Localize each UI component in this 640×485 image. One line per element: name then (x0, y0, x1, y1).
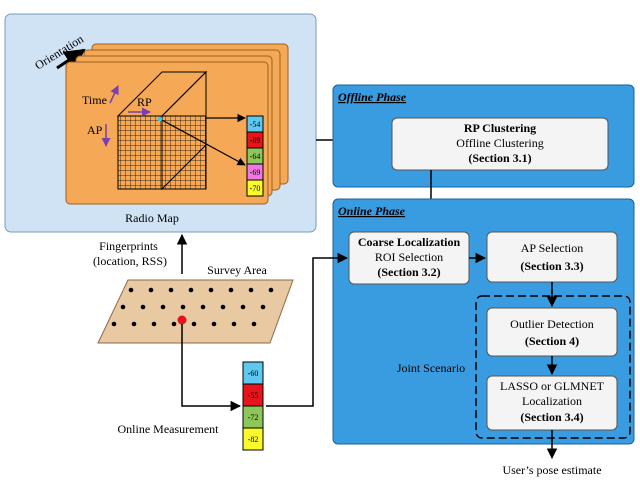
survey-point (191, 321, 197, 327)
fingerprint-cube (116, 70, 246, 191)
rss-value: -72 (248, 413, 259, 422)
rp-clustering-subtitle: Offline Clustering (456, 136, 543, 150)
ap-selection-box (486, 231, 618, 283)
coarse-localization-section: (Section 3.2) (377, 265, 440, 279)
rss-value: -55 (248, 391, 259, 400)
ap-selection-section: (Section 3.3) (520, 259, 583, 273)
survey-point (200, 304, 206, 310)
measurement-arrow (181, 324, 242, 412)
survey-area: Survey Area (97, 263, 294, 344)
survey-point (168, 287, 174, 293)
joint-scenario-box (475, 295, 631, 439)
rss-value: -82 (248, 435, 259, 444)
ap-selection-title: AP Selection (521, 241, 584, 255)
survey-point (208, 287, 214, 293)
rp-clustering-section: (Section 3.1) (468, 151, 531, 165)
rp-clustering-title: RP Clustering (464, 121, 536, 135)
survey-point (220, 304, 226, 310)
survey-point (180, 304, 186, 310)
lasso-subtitle: Localization (522, 394, 582, 408)
survey-point (240, 304, 246, 310)
survey-point (140, 304, 146, 310)
online-phase-title: Online Phase (338, 204, 406, 218)
coarse-localization-title: Coarse Localization (358, 235, 461, 249)
survey-point (171, 321, 177, 327)
radio-map-rss-vector: -54 -89 -64 -69 -70 (246, 115, 264, 197)
rss-value: -89 (250, 136, 261, 145)
orientation-arrow (56, 48, 86, 70)
survey-area-label: Survey Area (207, 263, 267, 277)
radio-map-label: Radio Map (125, 211, 179, 225)
rss-value: -69 (250, 168, 261, 177)
axis-time-label: Time (82, 93, 107, 107)
rp-clustering-box (391, 117, 609, 171)
online-rss-vector: -60 -55 -72 -82 (242, 361, 264, 451)
lasso-title: LASSO or GLMNET (500, 379, 605, 393)
rss-value: -70 (250, 184, 261, 193)
survey-point (131, 321, 137, 327)
online-phase-panel: Online Phase Coarse Localization ROI Sel… (332, 198, 635, 445)
survey-point (148, 287, 154, 293)
axis-ap-label: AP (87, 123, 103, 137)
fingerprints-label: Fingerprints (location, RSS) (93, 239, 167, 268)
outlier-detection-title: Outlier Detection (510, 317, 594, 331)
rss-value: -54 (250, 120, 261, 129)
user-location-dot (177, 315, 187, 325)
survey-point (248, 287, 254, 293)
rss-cell (242, 427, 264, 451)
survey-point (251, 321, 257, 327)
rss-value: -64 (250, 152, 261, 161)
axis-rp-label: RP (137, 95, 152, 109)
outlier-detection-section: (Section 4) (525, 334, 579, 348)
rss-cell (246, 179, 264, 197)
lasso-section: (Section 3.4) (520, 410, 583, 424)
survey-point (120, 304, 126, 310)
survey-point (111, 321, 117, 327)
survey-point (268, 287, 274, 293)
output-label: User’s pose estimate (502, 463, 601, 477)
survey-point (260, 304, 266, 310)
survey-point (231, 321, 237, 327)
measurement-to-coarse-arrow (266, 252, 349, 407)
survey-point (228, 287, 234, 293)
radio-map-panel: Orientation Time RP AP (4, 13, 317, 233)
coarse-localization-subtitle: ROI Selection (375, 250, 443, 264)
joint-scenario-label: Joint Scenario (397, 361, 465, 375)
survey-point (151, 321, 157, 327)
survey-point (188, 287, 194, 293)
survey-point (211, 321, 217, 327)
offline-phase-title: Offline Phase (338, 90, 407, 104)
survey-point (128, 287, 134, 293)
offline-phase-panel: Offline Phase RP Clustering Offline Clus… (332, 84, 635, 188)
outlier-detection-box (486, 307, 618, 357)
survey-point (160, 304, 166, 310)
survey-points (111, 287, 274, 327)
rss-value: -60 (248, 369, 259, 378)
time-arrow (109, 85, 119, 104)
online-measurement-label: Online Measurement (118, 422, 220, 436)
